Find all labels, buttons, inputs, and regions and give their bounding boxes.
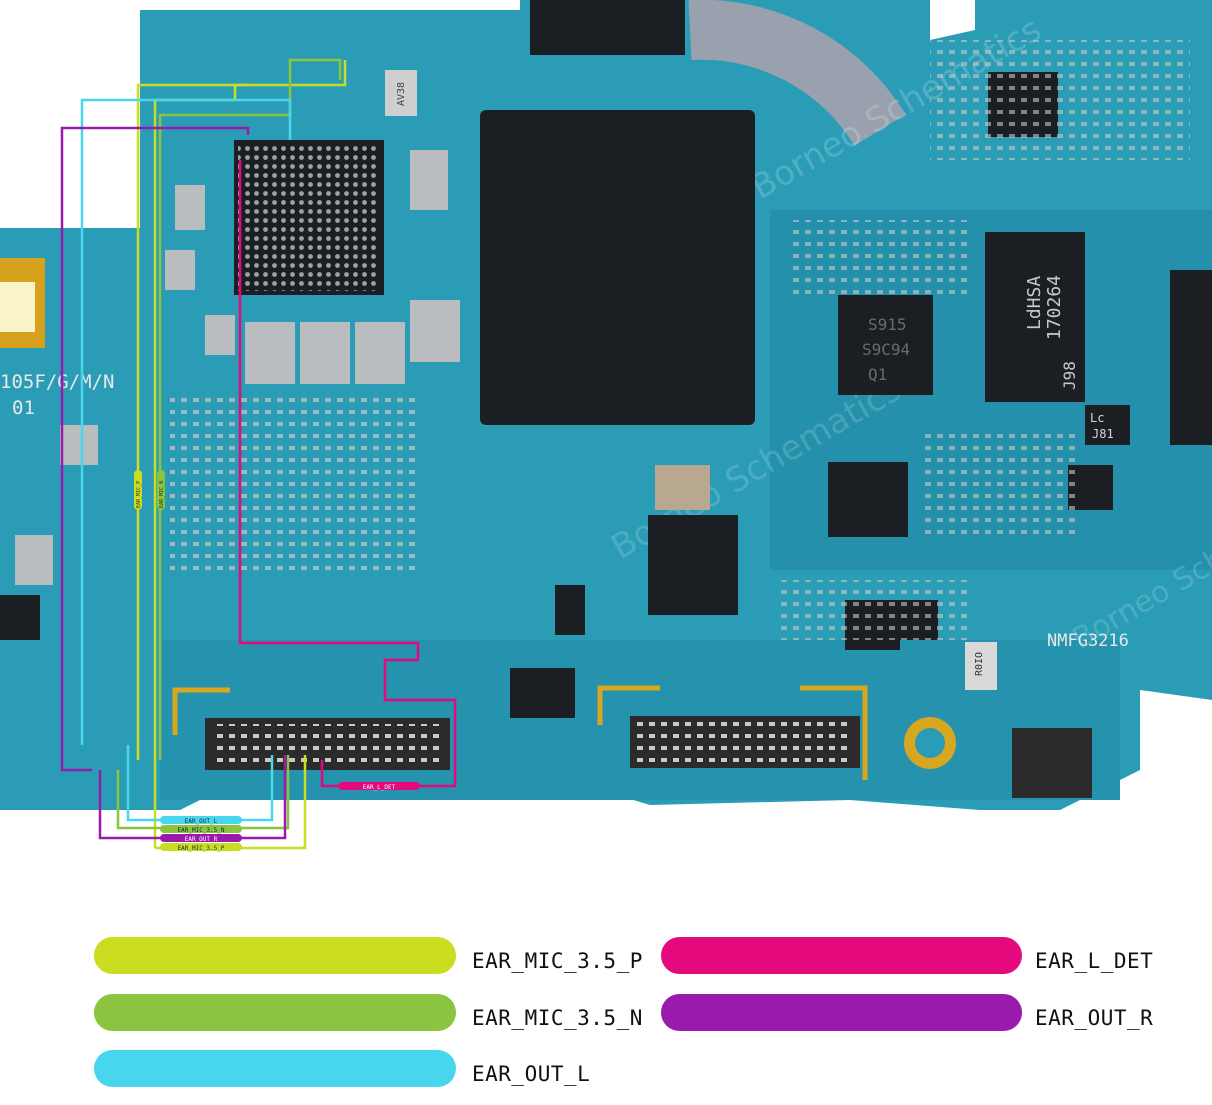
chip-marking: Lc	[1090, 411, 1104, 425]
smd-component-field	[920, 430, 1080, 540]
chip-lower	[555, 585, 585, 635]
smd-component-field	[780, 580, 970, 640]
trace-ear-mic-p	[136, 83, 250, 760]
inductor	[410, 300, 460, 362]
smd-component-field	[930, 40, 1190, 160]
legend-label-ear-mic-n: EAR_MIC_3.5_N	[472, 1006, 643, 1030]
capacitor	[60, 425, 98, 465]
net-tag-ear-mic-n-vertical: EAR_MIC_N	[157, 470, 165, 510]
net-tag-ear-out-l: EAR_OUT_L	[160, 816, 242, 825]
net-tag-ear-mic-p-vertical: EAR_MIC_P	[134, 470, 142, 510]
chip-marking: S9C94	[862, 340, 910, 359]
capacitor	[165, 250, 195, 290]
chip-marking: 170264	[1044, 275, 1065, 340]
watermark-logo	[688, 0, 906, 147]
legend-label-ear-l-det: EAR_L_DET	[1035, 949, 1154, 973]
soc-chip-top-left	[530, 0, 685, 55]
chip-ldhsa	[985, 232, 1085, 402]
net-tag-ear-out-r: EAR_OUT_R	[160, 834, 242, 843]
resistor-r0io	[965, 642, 997, 690]
chip-marking: LdHSA	[1024, 276, 1045, 330]
chip-marking: Q1	[868, 365, 887, 384]
mounting-hole-center	[915, 728, 945, 758]
svg-text:EAR_MIC_P: EAR_MIC_P	[136, 481, 142, 508]
svg-text:EAR_OUT_R: EAR_OUT_R	[185, 836, 218, 843]
board-model-label: 105F/G/M/N	[0, 371, 114, 393]
gold-frame	[172, 687, 230, 735]
crystal	[385, 70, 417, 116]
board-connector-small	[1012, 728, 1092, 798]
smd-component-field	[170, 390, 420, 570]
inductor	[355, 322, 405, 384]
legend-swatch-ear-out-r	[661, 994, 1022, 1031]
svg-text:EAR_L_DET: EAR_L_DET	[363, 784, 396, 791]
capacitor	[205, 315, 235, 355]
svg-text:EAR_MIC_N: EAR_MIC_N	[159, 481, 165, 508]
chip-mid	[828, 462, 908, 537]
soc-chip	[480, 110, 755, 425]
gold-frame	[597, 685, 660, 725]
resistor-marking: R0IO	[974, 652, 985, 676]
legend-label-ear-out-l: EAR_OUT_L	[472, 1062, 591, 1086]
legend-swatch-ear-out-l	[94, 1050, 456, 1087]
inductor	[655, 465, 710, 510]
legend-swatch-ear-mic-n	[94, 994, 456, 1031]
chip-marking: J81	[1092, 427, 1114, 441]
legend-swatch-ear-l-det	[661, 937, 1022, 974]
inductor	[300, 322, 350, 384]
pmic-bga-balls	[238, 144, 380, 291]
smd-component-field	[790, 220, 970, 300]
legend-label-ear-mic-p: EAR_MIC_3.5_P	[472, 949, 643, 973]
net-tag-ear-mic-p: EAR_MIC_3.5_P	[160, 843, 242, 852]
board-connector-left-pins	[212, 724, 444, 764]
crystal-marking: AV38	[396, 82, 407, 106]
svg-text:EAR_MIC_3.5_P: EAR_MIC_3.5_P	[178, 845, 225, 852]
flash-module-lens	[0, 282, 35, 332]
chip-marking: J98	[1060, 361, 1079, 390]
inductor	[245, 322, 295, 384]
net-tag-ear-l-det: EAR_L_DET	[338, 782, 420, 791]
legend-label-ear-out-r: EAR_OUT_R	[1035, 1006, 1154, 1030]
capacitor	[175, 185, 205, 230]
chip-marking: S915	[868, 315, 907, 334]
board-connector-right-pins	[637, 722, 853, 762]
capacitor	[15, 535, 53, 585]
pcb-board-view: Borneo Schematics Borneo Schematics Born…	[0, 0, 1212, 852]
chip-conn-side	[510, 668, 575, 718]
legend-swatch-ear-mic-p	[94, 937, 456, 974]
board-rev-label: 01	[12, 397, 35, 419]
chip-bottom-left	[0, 595, 40, 640]
net-tag-ear-mic-n: EAR_MIC_3.5_N	[160, 825, 242, 834]
capacitor	[410, 150, 448, 210]
svg-text:EAR_OUT_L: EAR_OUT_L	[185, 818, 218, 825]
gold-frame	[800, 685, 868, 780]
chip-center-low	[648, 515, 738, 615]
board-part-code: NMFG3216	[1047, 631, 1129, 651]
svg-text:EAR_MIC_3.5_N: EAR_MIC_3.5_N	[178, 827, 225, 834]
chip-right-edge	[1170, 270, 1212, 445]
chip-lc	[1085, 405, 1130, 445]
chip-s915	[838, 295, 933, 395]
